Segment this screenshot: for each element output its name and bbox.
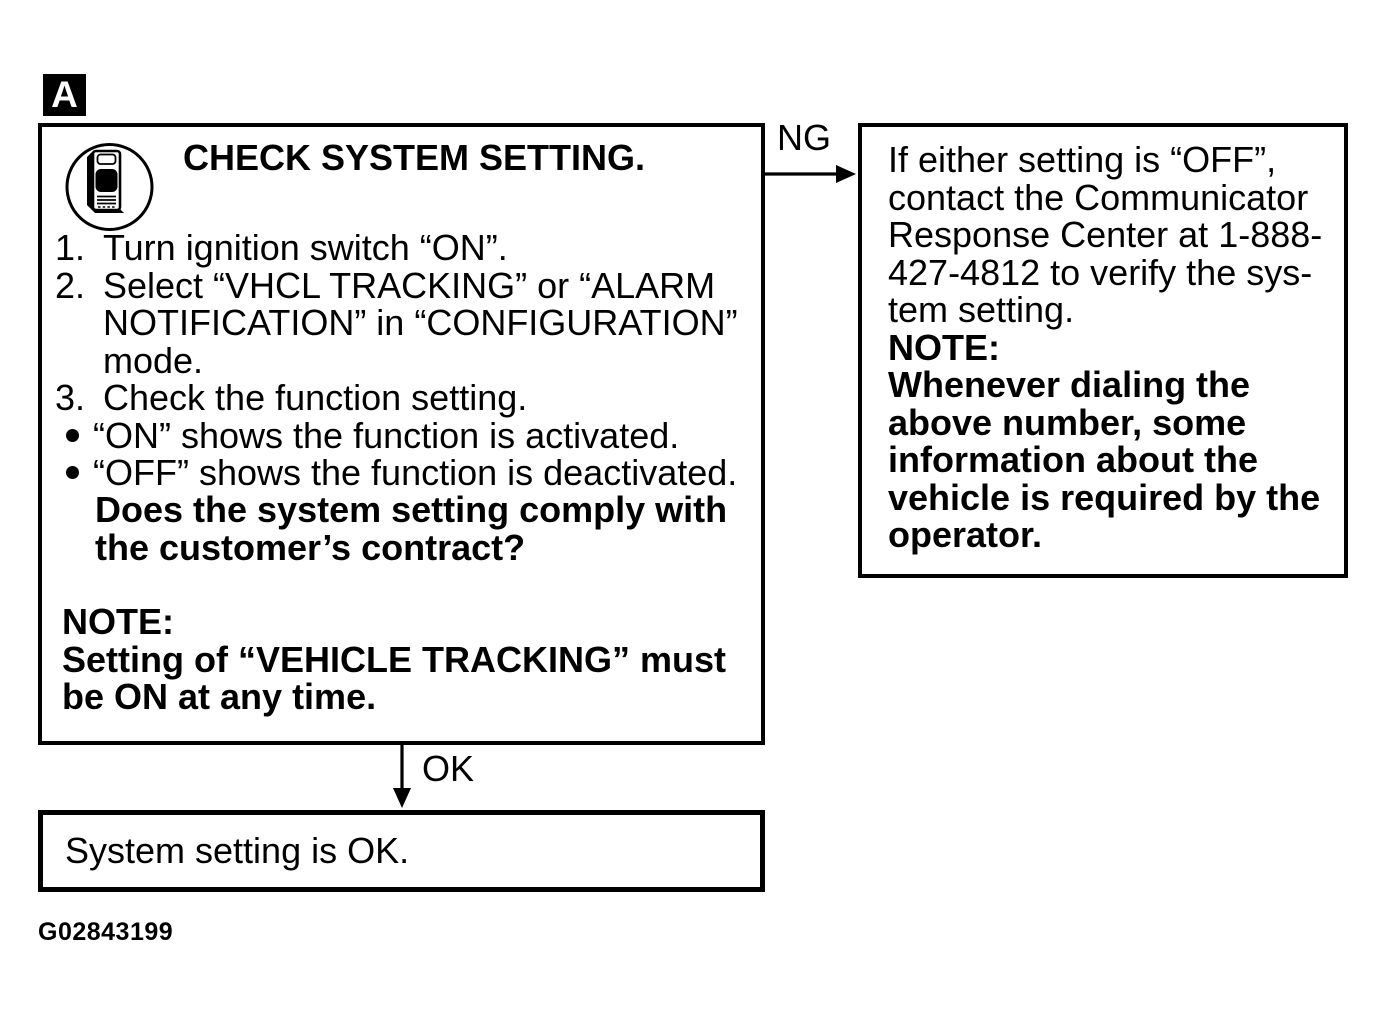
ng-branch-label: NG bbox=[777, 117, 831, 158]
text-line: Check the function setting. bbox=[103, 377, 528, 418]
procedure-step: 1. Turn ignition switch “ON”. bbox=[55, 229, 761, 267]
procedure-steps: 1. Turn ignition switch “ON”. 2. Select “VH… bbox=[55, 229, 761, 492]
step-number: 2. bbox=[55, 264, 86, 306]
text-line: “OFF” shows the function is deactivated. bbox=[93, 452, 738, 493]
step-number: 3. bbox=[55, 377, 86, 418]
bullet-marker bbox=[66, 428, 79, 442]
section-label-badge: A bbox=[43, 74, 86, 116]
text-line: NOTIFICATION” in “CONFIGURATION” bbox=[103, 302, 738, 343]
ok-arrow bbox=[393, 745, 411, 808]
figure-id: G02843199 bbox=[38, 918, 174, 946]
procedure-step: 3. Check the function setting. bbox=[55, 379, 761, 417]
text-line: Response Center at 1-888- bbox=[888, 214, 1323, 255]
text-line: Setting of “VEHICLE TRACKING” must bbox=[62, 638, 726, 680]
ok-result-box: System setting is OK. bbox=[38, 810, 765, 892]
communicator-device-icon bbox=[63, 141, 158, 236]
step-text: “OFF” shows the function is deactivated. bbox=[93, 454, 761, 492]
ok-result-text: System setting is OK. bbox=[65, 830, 410, 872]
step-text: Check the function setting. bbox=[103, 379, 761, 417]
text-line: mode. bbox=[103, 339, 204, 381]
text-line: above number, some bbox=[888, 401, 1247, 443]
text-line: operator. bbox=[888, 514, 1043, 555]
main-box-title: CHECK SYSTEM SETTING. bbox=[183, 137, 646, 178]
ng-arrow bbox=[765, 165, 856, 183]
check-system-setting-box: CHECK SYSTEM SETTING. 1. Turn ignition sw… bbox=[38, 123, 765, 745]
text-line: “ON” shows the function is activated. bbox=[93, 414, 680, 456]
text-line: tem setting. bbox=[888, 289, 1075, 330]
procedure-step: “ON” shows the function is activated. bbox=[55, 414, 761, 456]
procedure-step: “OFF” shows the function is deactivated. bbox=[55, 454, 761, 492]
text-line: If either setting is “OFF”, bbox=[888, 139, 1277, 180]
ok-branch-label: OK bbox=[422, 748, 475, 789]
text-line: information about the bbox=[888, 439, 1258, 480]
text-line: 427-4812 to verify the sys- bbox=[888, 251, 1313, 293]
text-line: Select “VHCL TRACKING” or “ALARM bbox=[103, 264, 716, 306]
main-note: NOTE: Setting of “VEHICLE TRACKING” must… bbox=[62, 603, 726, 716]
ng-result-text: If either setting is “OFF”,contact the C… bbox=[888, 141, 1326, 329]
text-line: Turn ignition switch “ON”. bbox=[103, 227, 508, 268]
step-text: “ON” shows the function is activated. bbox=[93, 414, 761, 456]
step-text: Turn ignition switch “ON”. bbox=[103, 229, 761, 267]
step-number: 1. bbox=[55, 227, 86, 268]
note-label: NOTE: bbox=[62, 601, 174, 642]
bullet-marker bbox=[66, 466, 79, 479]
text-line: contact the Communicator bbox=[888, 176, 1309, 218]
text-line: Whenever dialing the bbox=[888, 364, 1251, 405]
ng-result-box: If either setting is “OFF”,contact the C… bbox=[858, 123, 1348, 578]
text-line: vehicle is required by the bbox=[888, 476, 1321, 518]
text-line: be ON at any time. bbox=[62, 676, 377, 717]
note-label: NOTE: bbox=[888, 326, 1000, 368]
text-line: the customer’s contract? bbox=[95, 526, 526, 568]
text-line: Does the system setting comply with bbox=[95, 489, 728, 530]
